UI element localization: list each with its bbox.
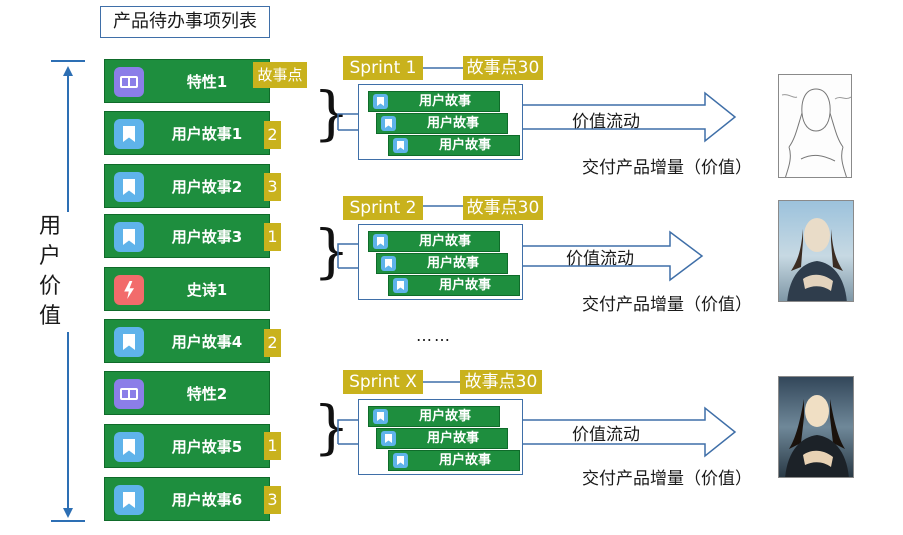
item-label: 用户故事6 [171,491,243,509]
increment-partial-image [778,200,854,302]
bookmark-icon [373,409,388,424]
bookmark-icon [114,327,144,357]
sprint-name-tag: Sprint X [343,370,423,394]
sprint-1-connectors [337,67,737,143]
backlog-item-story-6[interactable]: 用户故事6 [104,477,270,521]
more-sprints-ellipsis: …… [416,326,452,345]
item-label: 用户故事1 [171,125,243,143]
sprint-story-card[interactable]: 用户故事 [388,135,520,156]
bookmark-icon [381,431,396,446]
item-label: 用户故事3 [171,228,243,246]
sprint-2-connectors [337,205,704,282]
item-label: 用户故事2 [171,178,243,196]
sprint-story-card[interactable]: 用户故事 [376,428,508,449]
sprint-story-card[interactable]: 用户故事 [368,231,500,252]
sprint-name-tag: Sprint 1 [343,56,423,80]
bookmark-icon [381,116,396,131]
value-flow-label: 价值流动 [572,112,640,132]
story-points-badge: 2 [264,121,281,149]
axis-label-char: 户 [38,244,61,269]
backlog-item-story-1[interactable]: 用户故事1 [104,111,270,155]
value-axis-label: 用 户 价 值 [22,212,78,332]
sprint-2-box: 用户故事 用户故事 用户故事 [358,224,523,300]
story-points-badge: 2 [264,329,281,357]
group-brace: } [313,217,350,285]
bookmark-icon [114,432,144,462]
backlog-title: 产品待办事项列表 [100,6,270,38]
backlog-item-feature-1[interactable]: 特性1 [104,59,270,103]
sprint-points-tag: 故事点30 [460,370,542,394]
increment-sketch-image [778,74,852,178]
sprint-story-card[interactable]: 用户故事 [368,91,500,112]
axis-label-char: 值 [38,304,61,329]
bookmark-icon [393,278,408,293]
story-points-badge: 3 [264,486,281,514]
axis-top-line [51,60,85,62]
backlog-item-epic-1[interactable]: 史诗1 [104,267,270,311]
bookmark-icon [114,119,144,149]
story-points-badge: 1 [264,432,281,460]
sprint-x-connectors [337,381,737,458]
bookmark-icon [114,485,144,515]
bookmark-icon [393,138,408,153]
axis-label-char: 用 [38,214,61,239]
backlog-item-story-5[interactable]: 用户故事5 [104,424,270,468]
value-flow-label: 价值流动 [572,425,640,445]
sprint-story-card[interactable]: 用户故事 [388,275,520,296]
sprint-story-card[interactable]: 用户故事 [368,406,500,427]
sprint-points-tag: 故事点30 [463,56,543,80]
bookmark-icon [373,234,388,249]
bookmark-icon [114,172,144,202]
backlog-item-feature-2[interactable]: 特性2 [104,371,270,415]
group-brace: } [313,393,350,461]
group-brace: } [313,79,350,147]
sprint-story-card[interactable]: 用户故事 [376,113,508,134]
lightning-icon [114,275,144,305]
sprint-story-card[interactable]: 用户故事 [376,253,508,274]
item-label: 用户故事4 [171,333,243,351]
bookmark-icon [373,94,388,109]
story-points-tag: 故事点 [253,62,307,88]
sprint-name-tag: Sprint 2 [343,196,423,220]
story-points-badge: 1 [264,223,281,251]
sprint-1-box: 用户故事 用户故事 用户故事 [358,84,523,160]
item-label: 特性1 [186,73,228,91]
axis-bottom-line [51,520,85,522]
bookmark-icon [114,222,144,252]
item-label: 用户故事5 [171,438,243,456]
axis-label-char: 价 [38,274,61,299]
book-icon [114,67,144,97]
bookmark-icon [393,453,408,468]
story-points-badge: 3 [264,173,281,201]
deliver-increment-label: 交付产品增量（价值） [582,469,752,489]
sprint-points-tag: 故事点30 [463,196,543,220]
deliver-increment-label: 交付产品增量（价值） [582,295,752,315]
backlog-item-story-4[interactable]: 用户故事4 [104,319,270,363]
sprint-story-card[interactable]: 用户故事 [388,450,520,471]
item-label: 特性2 [186,385,228,403]
deliver-increment-label: 交付产品增量（价值） [582,158,752,178]
increment-complete-image [778,376,854,478]
sprint-x-box: 用户故事 用户故事 用户故事 [358,399,523,475]
backlog-item-story-2[interactable]: 用户故事2 [104,164,270,208]
book-icon [114,379,144,409]
value-flow-label: 价值流动 [566,249,634,269]
bookmark-icon [381,256,396,271]
backlog-item-story-3[interactable]: 用户故事3 [104,214,270,258]
item-label: 史诗1 [186,281,228,299]
